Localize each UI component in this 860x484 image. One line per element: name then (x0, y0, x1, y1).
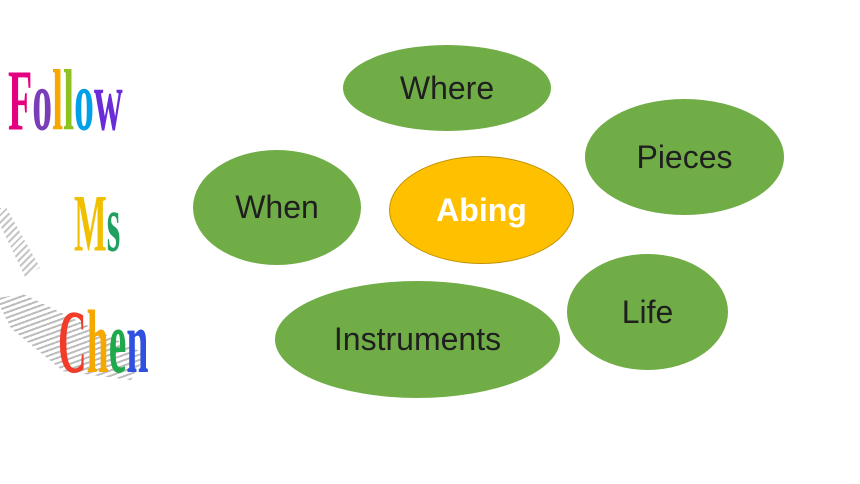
node-where-label: Where (399, 69, 495, 106)
center-node-label: Abing (436, 191, 527, 228)
wordart-letter: e (108, 292, 127, 392)
wordart-follow: Follow (8, 52, 123, 149)
node-when-label: When (235, 189, 319, 225)
node-instruments: Instruments (275, 281, 560, 398)
node-instruments-label: Instruments (333, 321, 502, 357)
wordart-chen: Chen (58, 292, 149, 392)
wordart-letter: M (74, 179, 107, 270)
wordart-letter: n (126, 292, 149, 392)
wordart-letter: C (58, 292, 87, 392)
wordart-letter: l (63, 52, 75, 149)
ms-shadow (0, 208, 40, 278)
node-when: When (193, 150, 361, 265)
wordart-letter: l (52, 52, 64, 149)
wordart-letter: F (8, 52, 33, 149)
wordart-letter: h (86, 292, 109, 392)
wordart-ms: Ms (74, 184, 120, 265)
wordart-letter: w (93, 52, 123, 149)
node-life-label: Life (621, 293, 674, 330)
node-life: Life (567, 254, 728, 370)
node-where: Where (343, 45, 551, 131)
wordart-letter: o (74, 52, 94, 149)
node-pieces-label: Pieces (636, 138, 733, 175)
wordart-letter: o (32, 52, 53, 149)
wordart-letter: s (106, 179, 121, 270)
node-pieces: Pieces (585, 99, 784, 215)
center-node-abing: Abing (389, 156, 574, 264)
